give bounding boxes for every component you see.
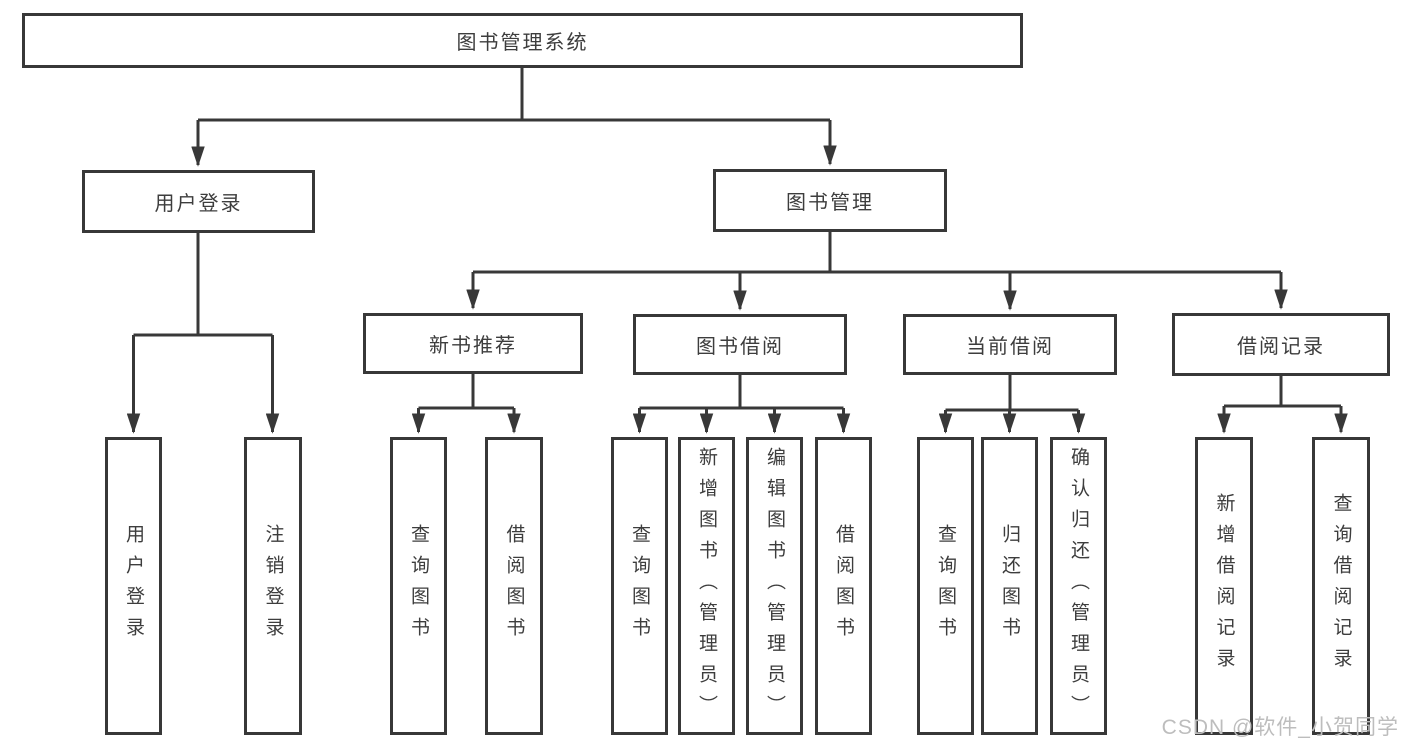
- leaf-query-books-3-label: 查询图书: [935, 524, 956, 648]
- node-book-borrowing: 图书借阅: [633, 314, 847, 375]
- leaf-borrow-books-2-label: 借阅图书: [833, 524, 854, 648]
- leaf-return-book-label: 归还图书: [999, 524, 1020, 648]
- node-user-login: 用户登录: [82, 170, 315, 233]
- leaf-user-login-label: 用户登录: [123, 524, 144, 648]
- leaf-confirm-return-admin: 确认归还（管理员）: [1050, 437, 1107, 735]
- leaf-borrow-books-1-label: 借阅图书: [503, 524, 525, 648]
- leaf-confirm-return-admin-label: 确认归还（管理员）: [1068, 446, 1089, 726]
- leaf-add-book-admin-label: 新增图书（管理员）: [696, 446, 717, 726]
- leaf-query-books-2-label: 查询图书: [629, 524, 650, 648]
- leaf-query-books-1-label: 查询图书: [408, 524, 429, 648]
- leaf-user-login: 用户登录: [105, 437, 162, 735]
- node-book-management: 图书管理: [713, 169, 947, 232]
- node-current-borrowing: 当前借阅: [903, 314, 1117, 375]
- leaf-query-books-2: 查询图书: [611, 437, 668, 735]
- leaf-query-books-1: 查询图书: [390, 437, 447, 735]
- leaf-query-borrow-record-label: 查询借阅记录: [1330, 493, 1352, 679]
- leaf-add-book-admin: 新增图书（管理员）: [678, 437, 735, 735]
- leaf-borrow-books-2: 借阅图书: [815, 437, 872, 735]
- leaf-query-books-3: 查询图书: [917, 437, 974, 735]
- node-borrow-records: 借阅记录: [1172, 313, 1390, 376]
- leaf-add-borrow-record-label: 新增借阅记录: [1213, 493, 1235, 679]
- csdn-watermark: CSDN @软件_小贺同学: [1161, 716, 1399, 739]
- leaf-borrow-books-1: 借阅图书: [485, 437, 543, 735]
- node-root-system: 图书管理系统: [22, 13, 1023, 68]
- node-new-book-recommend: 新书推荐: [363, 313, 583, 374]
- leaf-add-borrow-record: 新增借阅记录: [1195, 437, 1253, 735]
- leaf-logout-label: 注销登录: [262, 524, 284, 648]
- leaf-query-borrow-record: 查询借阅记录: [1312, 437, 1370, 735]
- leaf-edit-book-admin: 编辑图书（管理员）: [746, 437, 803, 735]
- leaf-logout: 注销登录: [244, 437, 302, 735]
- leaf-return-book: 归还图书: [981, 437, 1038, 735]
- leaf-edit-book-admin-label: 编辑图书（管理员）: [764, 446, 785, 726]
